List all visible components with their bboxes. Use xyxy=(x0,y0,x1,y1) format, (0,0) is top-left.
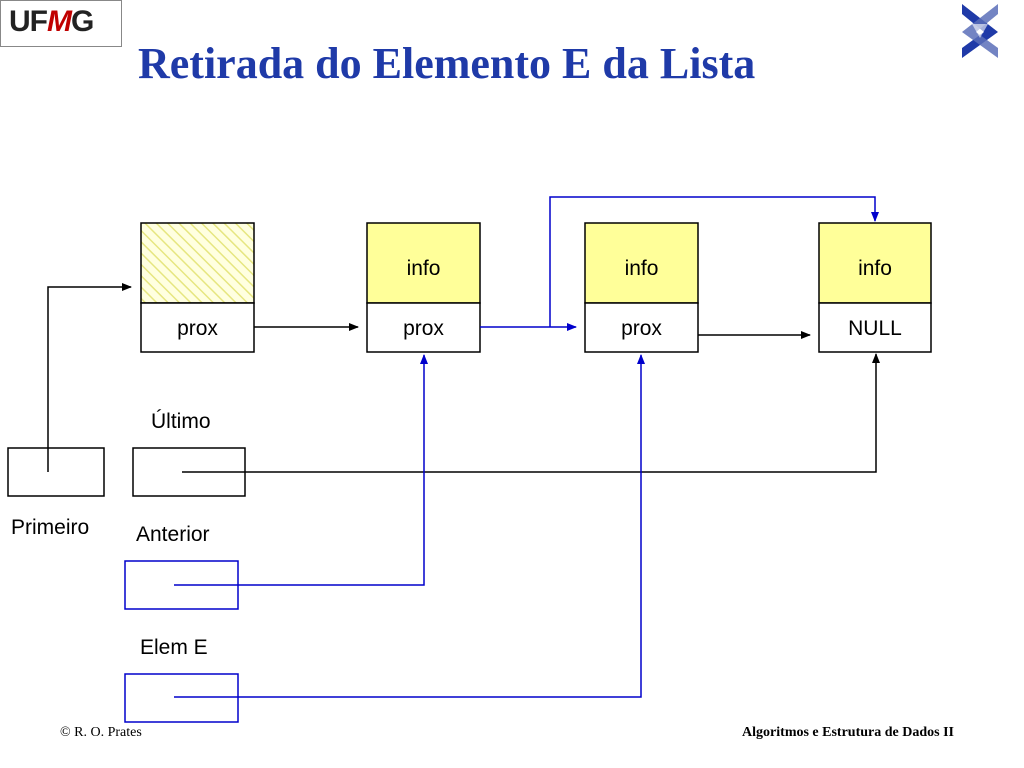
node-3-info-label: info xyxy=(858,257,892,280)
node-info-cell xyxy=(140,222,255,304)
list-node-2 xyxy=(584,222,699,353)
node-prox-cell xyxy=(140,302,255,353)
elem-e-arrow xyxy=(174,354,645,698)
footer-course: Algoritmos e Estrutura de Dados II xyxy=(742,725,954,740)
list-node-1 xyxy=(366,222,481,353)
node-2-prox-label: prox xyxy=(621,317,662,340)
anterior-label: Anterior xyxy=(136,523,210,546)
primeiro-label: Primeiro xyxy=(11,516,90,539)
logo-text-g: G xyxy=(71,5,94,38)
list-node-head xyxy=(140,222,255,353)
node-prox-cell xyxy=(366,302,481,353)
slide-title: Retirada do Elemento E da Lista xyxy=(138,39,756,88)
node-1-info-label: info xyxy=(406,257,441,280)
node-3-prox-label: NULL xyxy=(848,317,902,340)
ultimo-label: Último xyxy=(151,410,211,433)
bypass-arrow-1-to-3 xyxy=(549,196,879,327)
dcc-logo-icon xyxy=(962,4,998,58)
node-prox-cell xyxy=(584,302,699,353)
logo-text-m: M xyxy=(47,5,72,38)
node-0-prox-label: prox xyxy=(177,317,218,340)
elem-e-pointer-box xyxy=(124,673,239,723)
logo-text-uf: UF xyxy=(9,5,48,38)
list-node-3 xyxy=(818,222,932,353)
node-prox-cell xyxy=(818,302,932,353)
primeiro-arrow xyxy=(47,283,132,472)
node-2-info-label: info xyxy=(624,257,659,280)
elem-e-label: Elem E xyxy=(140,636,208,659)
ultimo-arrow xyxy=(182,353,880,473)
node-info-cell xyxy=(818,222,932,304)
primeiro-pointer-box xyxy=(7,447,105,497)
ufmg-logo-text: UFMG xyxy=(9,5,94,39)
footer-author: © R. O. Prates xyxy=(60,725,142,740)
ufmg-logo: UFMG xyxy=(0,0,122,47)
node-1-prox-label: prox xyxy=(403,317,444,340)
anterior-arrow xyxy=(174,354,428,586)
